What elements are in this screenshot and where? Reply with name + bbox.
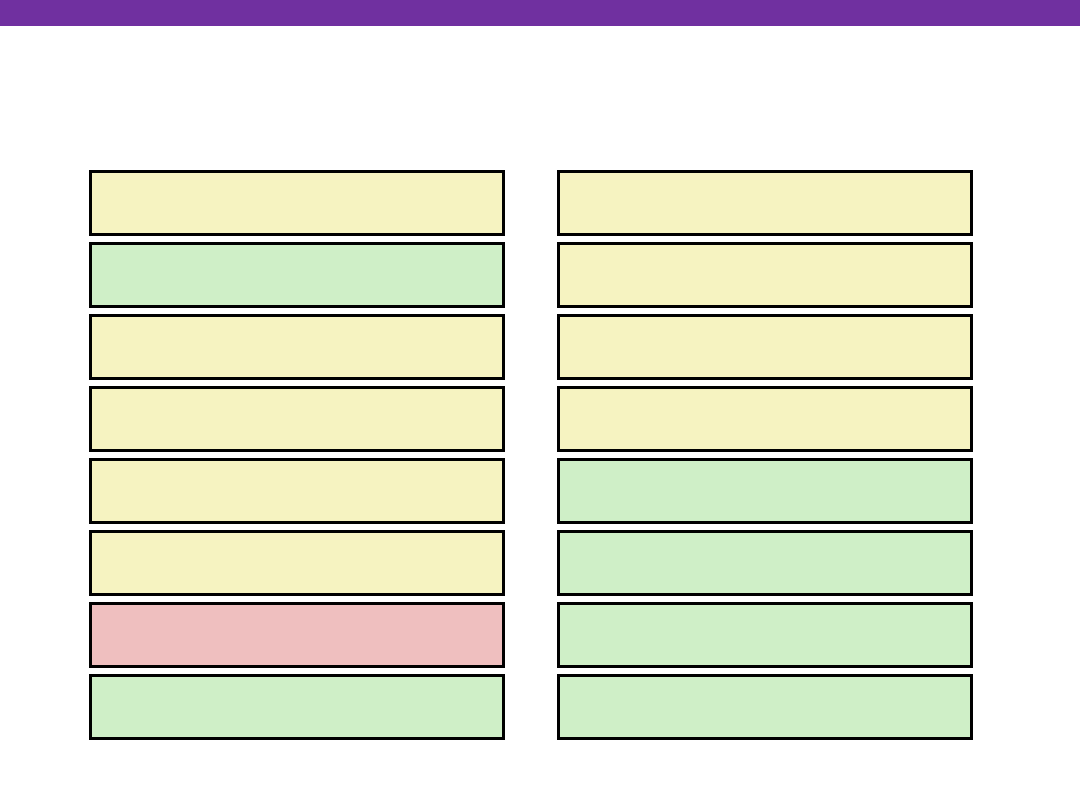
left-box-6 bbox=[89, 530, 505, 596]
right-box-6 bbox=[557, 530, 973, 596]
right-box-1 bbox=[557, 170, 973, 236]
left-box-4 bbox=[89, 386, 505, 452]
right-box-8 bbox=[557, 674, 973, 740]
right-box-2 bbox=[557, 242, 973, 308]
right-box-3 bbox=[557, 314, 973, 380]
left-box-5 bbox=[89, 458, 505, 524]
left-box-8 bbox=[89, 674, 505, 740]
header-bar bbox=[0, 0, 1080, 26]
right-column bbox=[557, 170, 973, 740]
right-box-5 bbox=[557, 458, 973, 524]
left-box-7 bbox=[89, 602, 505, 668]
left-box-3 bbox=[89, 314, 505, 380]
right-box-4 bbox=[557, 386, 973, 452]
left-column bbox=[89, 170, 505, 740]
left-box-1 bbox=[89, 170, 505, 236]
right-box-7 bbox=[557, 602, 973, 668]
left-box-2 bbox=[89, 242, 505, 308]
